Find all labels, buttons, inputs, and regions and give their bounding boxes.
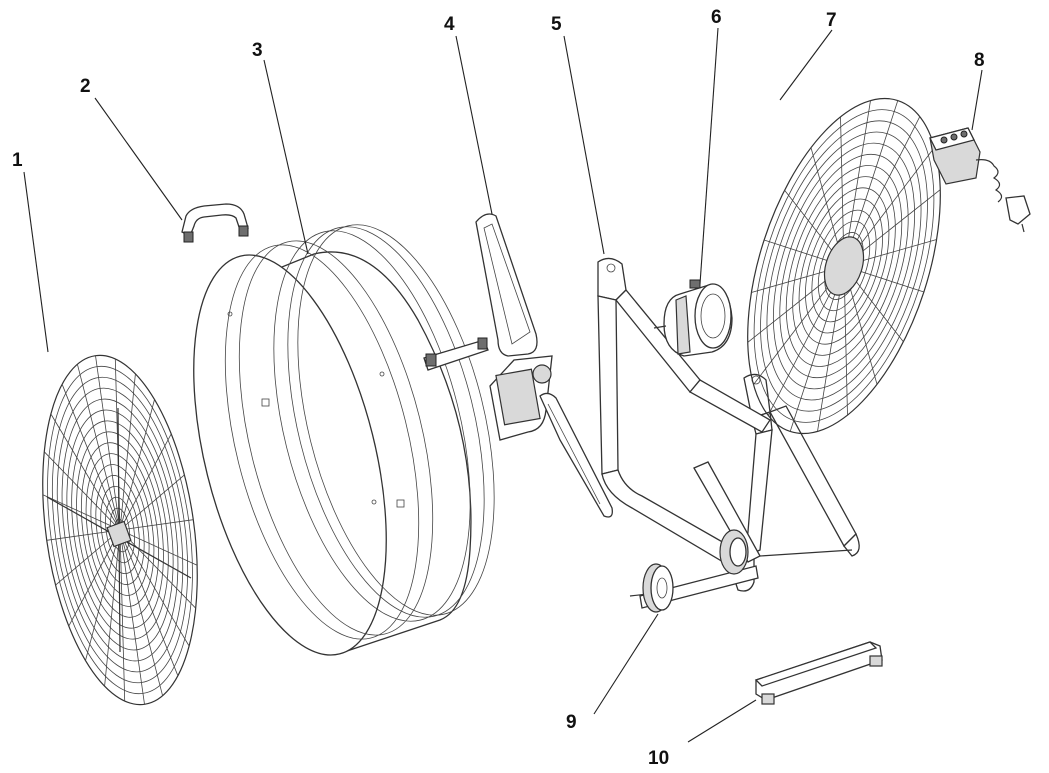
grille-spoke: [119, 433, 172, 531]
leader-lines: [23, 27, 983, 743]
callout-7: 7: [826, 10, 837, 31]
grille-spoke: [61, 384, 121, 531]
part-10-base-foot: [754, 641, 883, 705]
grille-spoke: [44, 451, 121, 531]
grille-spoke: [119, 519, 194, 531]
grille-spoke: [104, 529, 121, 687]
grille-spoke: [119, 529, 145, 705]
grille-spoke: [119, 399, 155, 531]
grille-spoke: [119, 529, 179, 676]
part-3-drum-housing: [193, 224, 495, 656]
callout-5: 5: [551, 14, 562, 35]
blade-bracket: [423, 337, 489, 371]
part-4-fan-blades: [475, 213, 613, 518]
grille-spoke: [119, 373, 136, 531]
part-9-wheel: [629, 563, 674, 613]
callout-3: 3: [252, 40, 263, 61]
grille-spoke: [119, 529, 163, 696]
part-8-switch-box: [929, 127, 1031, 233]
part-7-rear-grille: [747, 97, 941, 435]
grille-spoke: [119, 529, 198, 566]
callout-8: 8: [974, 50, 985, 71]
grille-spoke: [119, 529, 190, 647]
grille-spoke: [85, 529, 121, 661]
callout-4: 4: [444, 14, 455, 35]
callout-2: 2: [80, 76, 91, 97]
part-5-stand-frame: [597, 257, 860, 609]
grille-spoke: [50, 413, 121, 531]
grille-spoke: [42, 494, 121, 531]
grille-spoke: [119, 529, 196, 609]
grille-spoke: [77, 364, 121, 531]
grille-spoke: [95, 355, 121, 531]
grille-spoke: [119, 474, 185, 531]
callout-10: 10: [648, 748, 669, 769]
part-6-motor: [653, 279, 733, 357]
grille-spoke: [119, 529, 126, 702]
callout-1: 1: [12, 150, 23, 171]
grille-spoke: [68, 529, 121, 627]
callout-9: 9: [566, 712, 577, 733]
part-2-handle: [181, 203, 249, 243]
callout-6: 6: [711, 7, 722, 28]
grille-spoke: [55, 529, 121, 586]
part-1-front-grille: [42, 354, 198, 706]
callout-labels: 1 2 3 4 5 6 7 8 9 10: [12, 7, 985, 769]
